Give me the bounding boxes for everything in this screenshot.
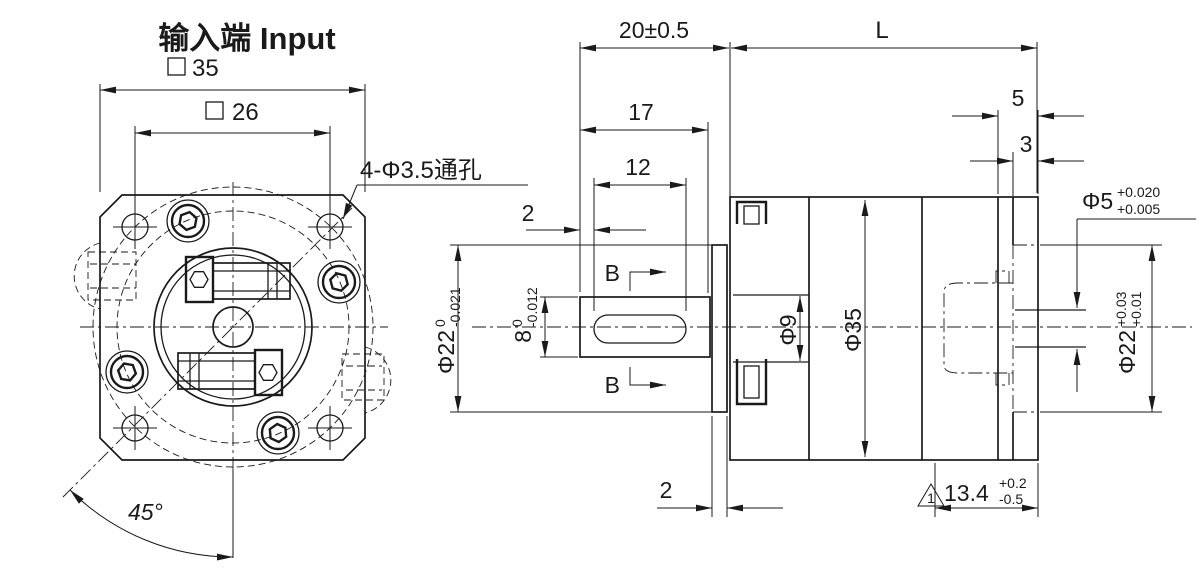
drawing-title: 输入端 Input xyxy=(158,21,335,56)
pilot-boss-circles xyxy=(92,186,374,468)
corner-hole xyxy=(113,406,157,450)
angle-dim-45: 45° xyxy=(69,489,234,561)
corner-hole xyxy=(113,205,157,249)
svg-text:0: 0 xyxy=(432,319,448,327)
revision-triangle: 1 xyxy=(917,483,945,507)
svg-text:4-Φ3.5通孔: 4-Φ3.5通孔 xyxy=(360,157,482,184)
svg-text:-0.5: -0.5 xyxy=(999,491,1023,507)
dim-12: 12 xyxy=(593,154,687,311)
dim-5: 5 xyxy=(952,85,1084,194)
corner-hole xyxy=(308,205,352,249)
dim-plate-thickness-2: 2 xyxy=(657,416,783,517)
svg-text:26: 26 xyxy=(232,99,259,126)
dim-keyway-offset-2: 2 xyxy=(522,200,646,234)
slot-screw-bottom xyxy=(177,348,284,397)
phantom-feature-left xyxy=(73,242,137,310)
socket-screw xyxy=(256,411,300,455)
keyway-slot xyxy=(593,314,687,344)
corner-holes xyxy=(113,205,352,450)
svg-text:Φ5: Φ5 xyxy=(1082,188,1113,214)
dim-square-35: 35 xyxy=(99,55,366,192)
dim-output-bore-22: Φ22 +0.03 +0.01 xyxy=(1040,244,1162,413)
dim-shaft-protrusion: 20±0.5 xyxy=(579,17,731,292)
svg-text:+0.020: +0.020 xyxy=(1117,184,1160,200)
section-marker-b-top: B xyxy=(605,260,666,291)
dim-3: 3 xyxy=(970,131,1084,196)
dim-pilot-diameter-22: Φ22 0 -0.021 xyxy=(432,244,711,413)
center-hole xyxy=(212,306,254,348)
svg-text:13.4: 13.4 xyxy=(944,480,989,506)
svg-text:-0.021: -0.021 xyxy=(447,287,463,327)
dim-body-diameter-35: Φ35 xyxy=(840,200,869,457)
phantom-feature-right xyxy=(341,346,392,414)
dim-pin-hole-5: Φ5 +0.020 +0.005 xyxy=(1073,184,1196,392)
svg-text:-0.012: -0.012 xyxy=(524,287,540,327)
svg-text:Φ9: Φ9 xyxy=(775,314,801,345)
dim-shaft-diameter-8: 8 0 -0.012 xyxy=(509,287,578,358)
pilot-disc xyxy=(711,244,728,413)
corner-hole-circle xyxy=(92,186,374,468)
front-view: 输入端 Input xyxy=(62,21,528,561)
svg-text:2: 2 xyxy=(660,477,673,503)
dim-neck-diameter-9: Φ9 xyxy=(775,296,804,361)
svg-text:+0.03: +0.03 xyxy=(1113,291,1129,327)
socket-screws xyxy=(105,199,361,455)
dim-17: 17 xyxy=(580,99,709,293)
socket-screw xyxy=(317,260,361,304)
svg-text:17: 17 xyxy=(628,99,654,125)
svg-text:+0.2: +0.2 xyxy=(999,475,1027,491)
socket-screw xyxy=(105,350,149,394)
svg-text:35: 35 xyxy=(192,55,219,82)
dim-body-length: L xyxy=(731,17,1038,193)
socket-screw xyxy=(166,199,210,243)
svg-text:1: 1 xyxy=(927,490,935,506)
svg-text:Φ22: Φ22 xyxy=(1114,330,1140,374)
section-marker-b-bottom: B xyxy=(605,367,666,398)
shaft-outline xyxy=(579,296,711,358)
svg-text:20±0.5: 20±0.5 xyxy=(619,17,689,43)
corner-hole xyxy=(308,406,352,450)
slot-screw-top xyxy=(184,255,291,304)
side-view: B B 20±0.5 L 17 xyxy=(432,17,1196,517)
svg-text:B: B xyxy=(605,372,620,398)
svg-text:2: 2 xyxy=(522,200,535,226)
screw-recess-top xyxy=(735,200,768,225)
svg-text:Φ35: Φ35 xyxy=(840,308,866,352)
svg-text:B: B xyxy=(605,260,620,286)
dim-depth-13-4: 13.4 +0.2 -0.5 1 xyxy=(917,463,1039,517)
svg-text:5: 5 xyxy=(1012,85,1025,111)
svg-text:45°: 45° xyxy=(128,499,163,525)
svg-text:+0.005: +0.005 xyxy=(1117,201,1160,217)
square-symbol xyxy=(205,101,224,120)
svg-text:L: L xyxy=(875,17,888,44)
svg-text:+0.01: +0.01 xyxy=(1128,291,1144,327)
dim-square-26: 26 xyxy=(134,99,331,212)
holes-callout: 4-Φ3.5通孔 xyxy=(342,157,528,220)
screw-recess-bottom xyxy=(735,359,768,406)
svg-text:3: 3 xyxy=(1020,131,1033,157)
bolt-circle xyxy=(116,210,350,444)
svg-text:Φ22: Φ22 xyxy=(433,330,459,374)
svg-text:12: 12 xyxy=(625,154,651,180)
svg-text:8: 8 xyxy=(510,330,536,343)
hidden-bore-profile xyxy=(943,244,1038,413)
svg-text:0: 0 xyxy=(509,319,525,327)
square-symbol xyxy=(167,57,186,76)
gearbox-body xyxy=(729,196,1086,461)
